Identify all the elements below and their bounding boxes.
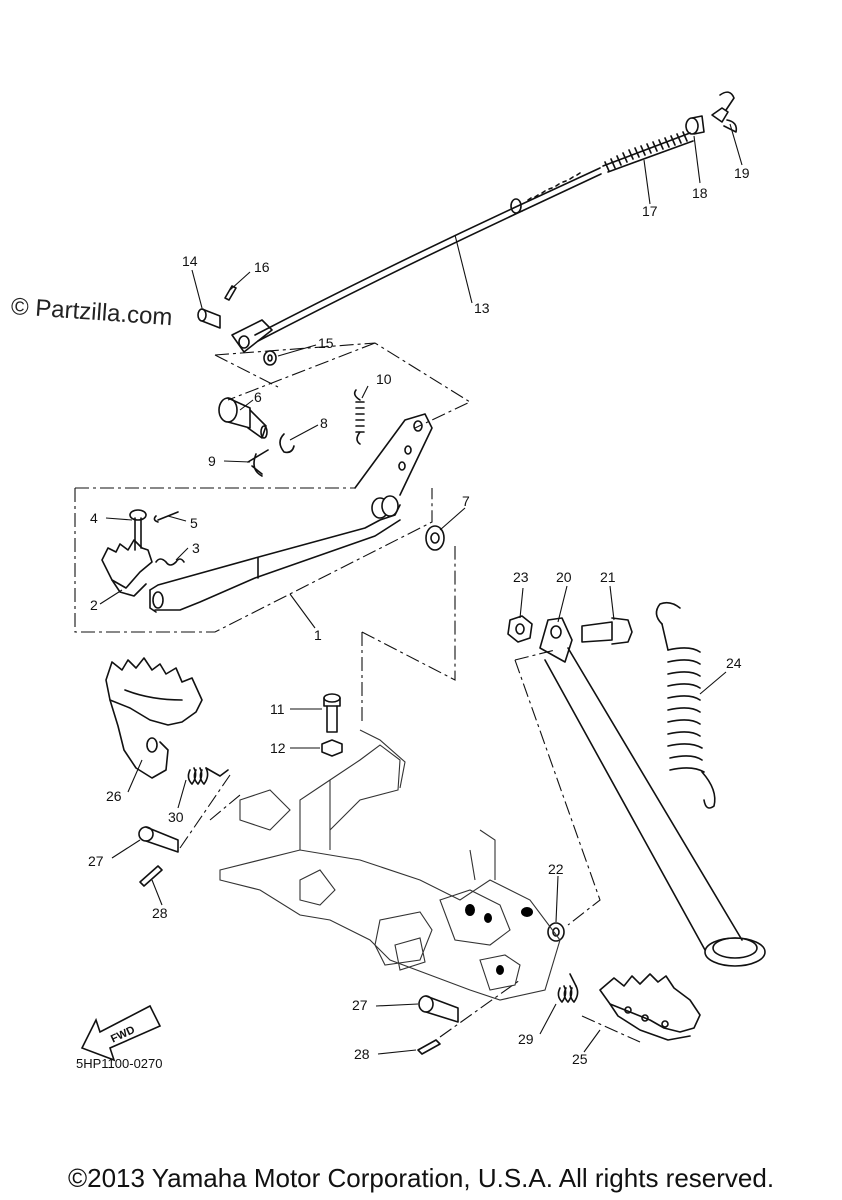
callout-5: 5 [190, 515, 198, 531]
frame-section [219, 729, 561, 1001]
callout-3: 3 [192, 540, 200, 556]
stand-collar [547, 922, 565, 942]
cotter-pin-16 [224, 285, 237, 301]
brake-rod [254, 167, 602, 342]
washer-7 [425, 525, 445, 551]
left-footrest [105, 657, 203, 779]
bolt-11 [323, 693, 341, 733]
right-footrest [599, 973, 701, 1041]
footrest-pin-right [418, 995, 459, 1023]
callout-7: 7 [462, 493, 470, 509]
callout-16: 16 [254, 259, 270, 275]
rod-clevis [231, 319, 273, 353]
washer-15 [263, 350, 277, 366]
callout-25: 25 [572, 1051, 588, 1067]
callout-8: 8 [320, 415, 328, 431]
leader-lines [99, 123, 743, 1055]
callout-21: 21 [600, 569, 616, 585]
callout-10: 10 [376, 371, 392, 387]
callout-19: 19 [734, 165, 750, 181]
callout-17: 17 [642, 203, 658, 219]
stand-bolt [581, 617, 633, 645]
circlip [279, 433, 295, 454]
callout-6: 6 [254, 389, 262, 405]
stand-nut [507, 615, 533, 643]
cotter-pin-left [139, 865, 163, 887]
copyright-notice: ©2013 Yamaha Motor Corporation, U.S.A. A… [67, 1163, 775, 1193]
callout-12: 12 [270, 740, 286, 756]
callout-13: 13 [474, 300, 490, 316]
clevis-pin-14 [197, 308, 221, 329]
assembly-outline [74, 342, 641, 1043]
callout-11: 11 [270, 701, 285, 717]
callout-26: 26 [106, 788, 122, 804]
callout-22: 22 [548, 861, 564, 877]
footrest-spring-29 [557, 973, 579, 1003]
callout-9: 9 [208, 453, 216, 469]
pedal-tip [101, 509, 185, 597]
callout-27a: 27 [88, 853, 104, 869]
callout-27b: 27 [352, 997, 368, 1013]
brake-pedal [149, 413, 433, 613]
callout-labels: 1 2 3 4 5 6 7 8 9 10 11 12 13 14 15 16 1… [88, 165, 750, 1067]
footrest-spring-30 [187, 767, 229, 785]
cotter-pin-right [417, 1039, 441, 1055]
pivot-shaft [218, 397, 268, 439]
callout-4: 4 [90, 510, 98, 526]
nut-12 [321, 739, 343, 757]
footrest-pin-left [138, 826, 179, 853]
diagram-code: 5HP1100-0270 [76, 1056, 163, 1071]
adjuster-collar [685, 115, 705, 135]
callout-24: 24 [726, 655, 742, 671]
adjuster-spring [602, 131, 694, 173]
callout-15: 15 [318, 335, 334, 351]
callout-30: 30 [168, 809, 184, 825]
callout-29: 29 [518, 1031, 534, 1047]
stand-spring [655, 601, 716, 809]
callout-28b: 28 [354, 1046, 370, 1062]
callout-1: 1 [314, 627, 322, 643]
return-spring [353, 389, 365, 445]
callout-23: 23 [513, 569, 529, 585]
callout-2: 2 [90, 597, 98, 613]
side-stand [539, 617, 766, 967]
callout-20: 20 [556, 569, 572, 585]
callout-14: 14 [182, 253, 198, 269]
callout-28a: 28 [152, 905, 168, 921]
callout-18: 18 [692, 185, 708, 201]
pin-9 [247, 449, 269, 477]
fwd-arrow-icon: FWD [80, 1004, 162, 1062]
wing-nut [711, 91, 738, 133]
